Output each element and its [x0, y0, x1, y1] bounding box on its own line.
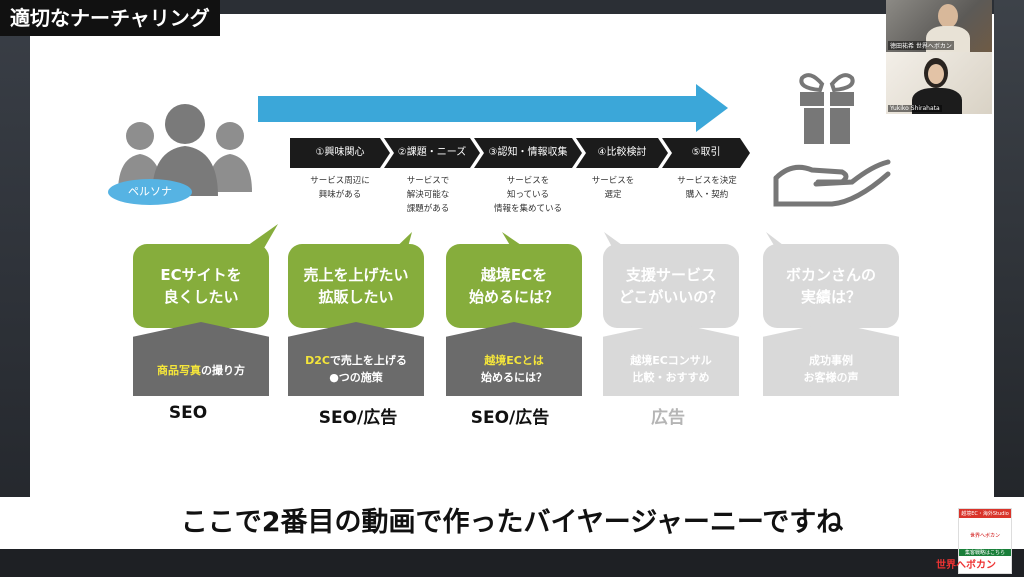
- channel-4: 広告: [651, 408, 685, 428]
- need-bubble-5: ボカンさんの 実績は？: [763, 244, 899, 328]
- logo-badge-sub: 集客戦略はこちら: [959, 549, 1011, 556]
- participant-2-face: [928, 64, 944, 84]
- content-house-1: [133, 322, 269, 396]
- stage-desc-3: サービスを 知っている 情報を集めている: [493, 176, 562, 214]
- content-house-2: [288, 322, 424, 396]
- need-bubble-4: 支援サービス どこがいいの？: [603, 244, 739, 328]
- need-bubble-2: 売上を上げたい 拡販したい: [288, 244, 424, 328]
- stage-desc-2: サービスで 解決可能な 課題がある: [406, 176, 450, 214]
- persona-label: ペルソナ: [108, 179, 192, 205]
- stage-desc-5: サービスを決定 購入・契約: [677, 176, 737, 200]
- gift-hand-icon: [773, 73, 891, 207]
- title-tag: 適切なナーチャリング: [0, 0, 220, 36]
- participant-video-1[interactable]: 徳田祐希 世界へボカン: [886, 0, 992, 52]
- journey-arrow-bar: [258, 96, 698, 122]
- subtitle-text: ここで2番目の動画で作ったバイヤージャーニーですね: [180, 507, 844, 538]
- background-right: [994, 0, 1024, 577]
- background-left: [0, 0, 32, 577]
- content-highlight-2: D2C: [305, 354, 330, 367]
- stage-5: ⑤取引: [662, 138, 750, 168]
- participant-1-avatar: [938, 4, 958, 28]
- participant-2-name: Yukiko Shirahata: [888, 105, 942, 112]
- participant-video-2[interactable]: Yukiko Shirahata: [886, 52, 992, 114]
- stage-desc-1: サービス周辺に 興味がある: [310, 176, 370, 200]
- channel-1: SEO: [168, 403, 208, 423]
- journey-arrow-head: [696, 84, 728, 132]
- content-text-2: D2Cで売上を上げる ●つの施策: [288, 352, 424, 386]
- channel-3: SEO/広告: [470, 408, 550, 428]
- stage-1: ①興味関心: [290, 138, 390, 168]
- participant-1-name: 徳田祐希 世界へボカン: [888, 41, 954, 50]
- persona-group-icon: [118, 104, 252, 196]
- need-bubble-3: 越境ECを 始めるには？: [446, 244, 582, 328]
- content-rest-3: 始めるには？: [481, 371, 547, 384]
- bottom-bar: [0, 549, 1024, 577]
- content-rest-1: の撮り方: [201, 364, 245, 377]
- content-text-4: 越境ECコンサル 比較・おすすめ: [630, 354, 712, 384]
- content-house-5: [763, 322, 899, 396]
- subtitle-bar: [0, 497, 1024, 549]
- stage-4: ④比較検討: [576, 138, 668, 168]
- stage-desc-4: サービスを 選定: [591, 176, 635, 200]
- stage-3: ③認知・情報収集: [474, 138, 582, 168]
- logo-badge-top: 越境EC・海外Studio: [959, 509, 1011, 518]
- content-text-1: 商品写真の撮り方: [133, 362, 269, 379]
- channel-2: SEO/広告: [318, 408, 398, 428]
- bottom-brand: 世界へボカン: [936, 560, 996, 571]
- content-highlight-1: 商品写真: [157, 364, 201, 377]
- need-bubble-1: ECサイトを 良くしたい: [133, 244, 269, 328]
- channel-logo[interactable]: 越境EC・海外Studio 世界へボカン 集客戦略はこちら: [958, 508, 1012, 574]
- content-text-5: 成功事例 お客様の声: [803, 354, 859, 384]
- content-text-3: 越境ECとは 始めるには？: [446, 352, 582, 386]
- content-house-3: [446, 322, 582, 396]
- stage-2: ②課題・ニーズ: [384, 138, 480, 168]
- content-house-4: [603, 322, 739, 396]
- logo-badge-mid: 世界へボカン: [969, 533, 1000, 539]
- content-rest-2: で売上を上げる ●つの施策: [329, 354, 407, 384]
- content-highlight-3: 越境ECとは: [484, 354, 544, 367]
